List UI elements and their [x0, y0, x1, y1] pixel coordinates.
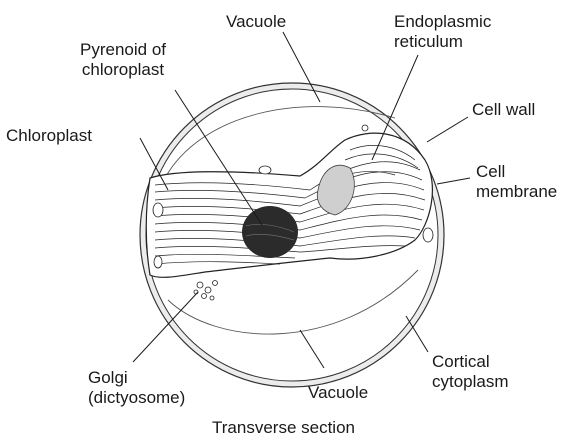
label-cortical-line2: cytoplasm	[432, 372, 509, 392]
leader-cell-wall	[427, 117, 468, 142]
label-cortical-line1: Cortical	[432, 352, 509, 372]
label-er-line1: Endoplasmic	[394, 12, 491, 32]
label-cell-wall: Cell wall	[472, 100, 535, 120]
label-endoplasmic-reticulum: Endoplasmic reticulum	[394, 12, 491, 52]
leader-cell-membrane	[437, 178, 470, 184]
label-cortical-cytoplasm: Cortical cytoplasm	[432, 352, 509, 392]
label-cell-membrane: Cell membrane	[476, 162, 557, 202]
pyrenoid	[242, 206, 298, 258]
label-vacuole-top: Vacuole	[226, 12, 286, 32]
label-pyrenoid-line1: Pyrenoid of	[80, 40, 166, 60]
label-golgi-line2: (dictyosome)	[88, 388, 185, 408]
label-golgi: Golgi (dictyosome)	[88, 368, 185, 408]
label-pyrenoid: Pyrenoid of chloroplast	[80, 40, 166, 80]
label-pyrenoid-line2: chloroplast	[80, 60, 166, 80]
label-cell-membrane-line2: membrane	[476, 182, 557, 202]
label-golgi-line1: Golgi	[88, 368, 185, 388]
label-er-line2: reticulum	[394, 32, 491, 52]
label-cell-membrane-line1: Cell	[476, 162, 557, 182]
caption: Transverse section	[212, 418, 355, 438]
label-chloroplast: Chloroplast	[6, 126, 92, 146]
label-vacuole-bottom: Vacuole	[308, 383, 368, 403]
